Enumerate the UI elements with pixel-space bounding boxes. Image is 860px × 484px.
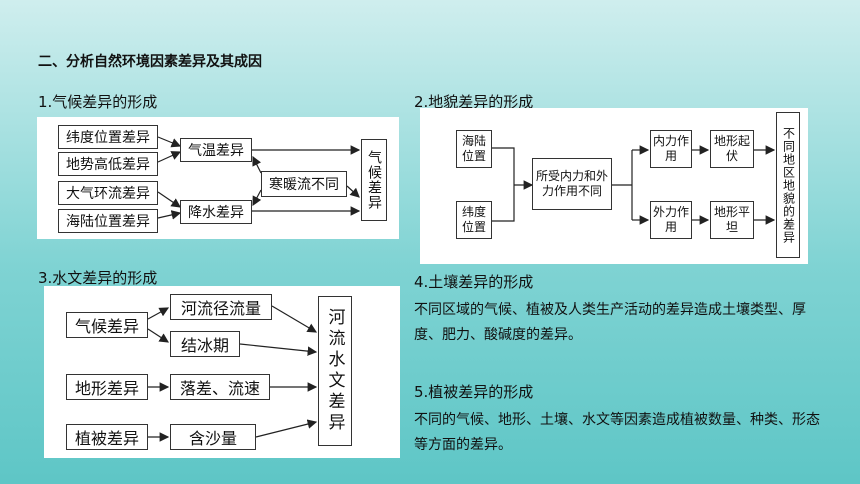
- lf-latitude-box: 纬度位置: [456, 201, 492, 239]
- flat-box: 地形平坦: [710, 201, 754, 239]
- lf-land-sea-box: 海陆位置: [456, 130, 492, 168]
- terrain-box: 地势高低差异: [58, 152, 158, 176]
- climate-arrows: [157, 136, 361, 220]
- circulation-box: 大气环流差异: [58, 181, 158, 205]
- temperature-box: 气温差异: [180, 138, 252, 162]
- hydro-diagram: 气候差异 地形差异 植被差异 河流径流量 结冰期 落差、流速 含沙量 河流水文差…: [44, 286, 400, 458]
- latitude-box: 纬度位置差异: [58, 125, 158, 149]
- forces-box: 所受内力和外力作用不同: [532, 158, 612, 210]
- landform-arrows: [492, 145, 776, 225]
- landform-result-box: 不同地区地貌的差异: [776, 112, 800, 258]
- climate-result-box: 气候差异: [361, 139, 387, 221]
- hydro-result-box: 河流水文差异: [318, 296, 352, 446]
- currents-box: 寒暖流不同: [261, 171, 347, 197]
- sediment-box: 含沙量: [170, 424, 256, 450]
- landform-diagram: 海陆位置 纬度位置 所受内力和外力作用不同 内力作用 外力作用 地形起伏 地形平…: [420, 108, 808, 264]
- runoff-box: 河流径流量: [170, 294, 272, 320]
- precipitation-box: 降水差异: [180, 200, 252, 224]
- soil-title: 4.土壤差异的形成: [414, 273, 534, 291]
- hydro-arrows: [147, 305, 318, 442]
- hydro-title: 3.水文差异的形成: [38, 269, 158, 287]
- climate-diagram: 纬度位置差异 地势高低差异 大气环流差异 海陆位置差异 气温差异 降水差异 寒暖…: [37, 117, 399, 239]
- h-terrain-box: 地形差异: [66, 374, 148, 400]
- internal-box: 内力作用: [650, 130, 692, 168]
- section-title: 二、分析自然环境因素差异及其成因: [38, 54, 262, 70]
- landform-title: 2.地貌差异的形成: [414, 93, 534, 111]
- climate-title: 1.气候差异的形成: [38, 93, 158, 111]
- freeze-box: 结冰期: [170, 331, 240, 357]
- relief-box: 地形起伏: [710, 130, 754, 168]
- h-vegetation-box: 植被差异: [66, 424, 148, 450]
- veg-title: 5.植被差异的形成: [414, 383, 534, 401]
- soil-text: 不同区域的气候、植被及人类生产活动的差异造成土壤类型、厚度、肥力、酸碱度的差异。: [414, 302, 806, 343]
- land-sea-box: 海陆位置差异: [58, 209, 158, 233]
- veg-text: 不同的气候、地形、土壤、水文等因素造成植被数量、种类、形态等方面的差异。: [414, 412, 820, 453]
- external-box: 外力作用: [650, 201, 692, 239]
- drop-box: 落差、流速: [170, 374, 270, 400]
- h-climate-box: 气候差异: [66, 312, 148, 338]
